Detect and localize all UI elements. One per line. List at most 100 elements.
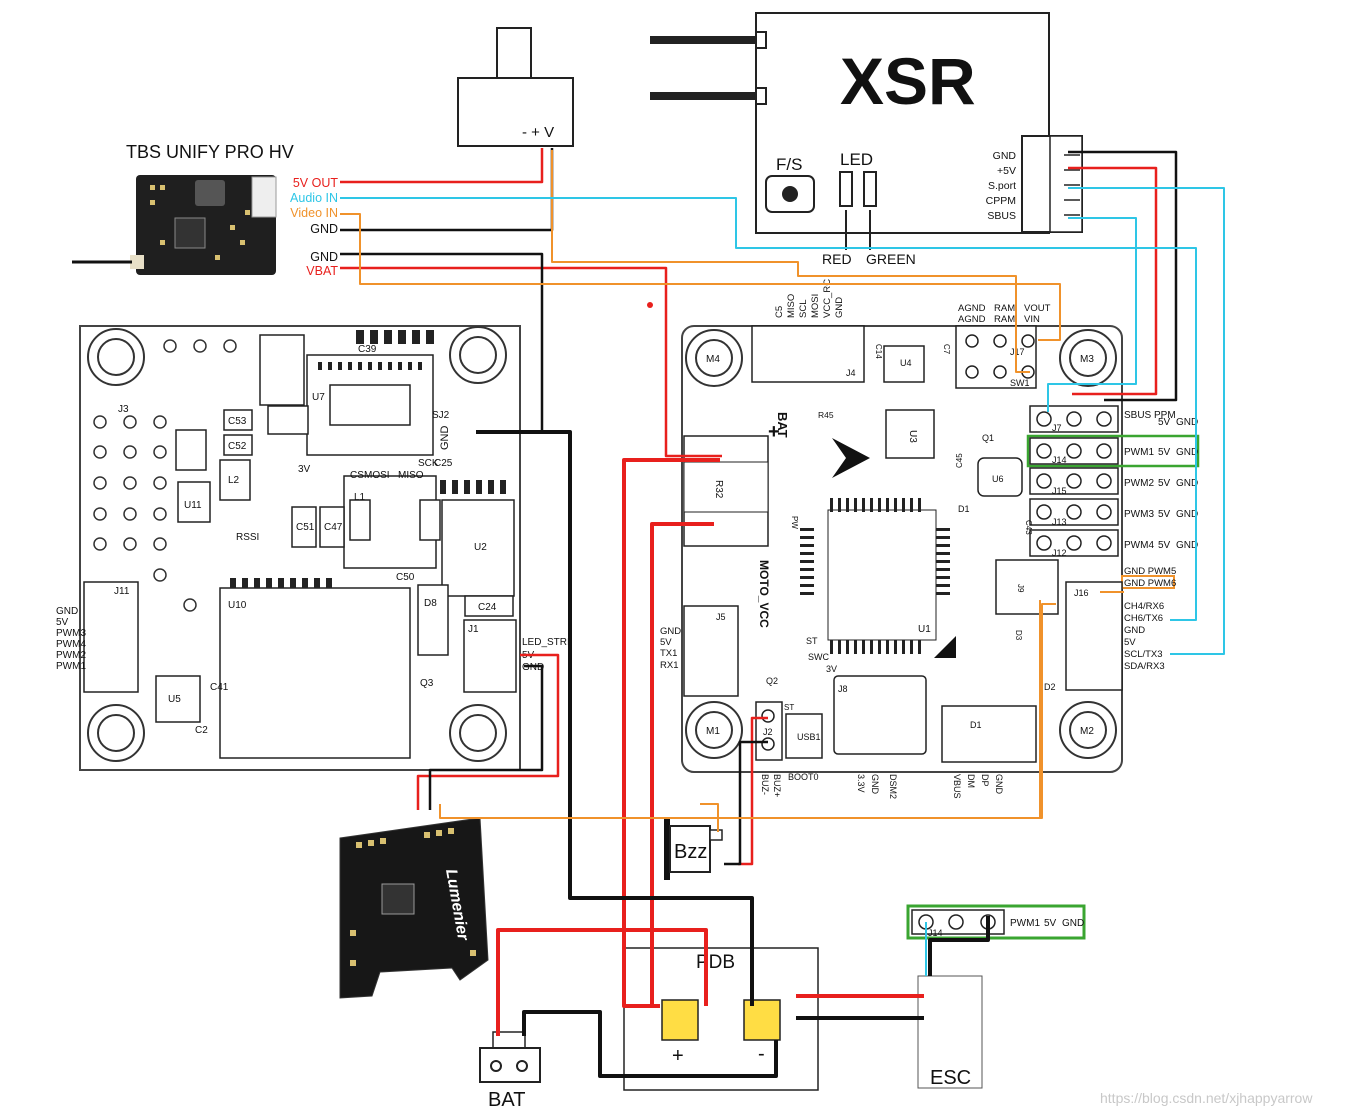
rfc-u4: U4 — [900, 358, 912, 368]
lfc-j11-pwm1: PWM1 — [56, 661, 86, 672]
rfc-top-c5: C5 — [774, 306, 785, 318]
receiver-title: XSR — [840, 44, 976, 118]
rfc-pw: PW — [790, 516, 799, 529]
receiver-pin-5v: +5V — [997, 165, 1016, 177]
rfc-bottom-33v: 3.3V — [856, 774, 866, 793]
wires — [340, 148, 1225, 1078]
receiver-pin-cppm: CPPM — [986, 195, 1016, 207]
rfc-row-pwm2-gnd: GND — [1176, 478, 1198, 489]
rfc-d1: D1 — [958, 504, 970, 514]
rfc-m4: M4 — [706, 354, 720, 365]
rfc-m1: M1 — [706, 726, 720, 737]
rfc-row-pwm2: PWM2 — [1124, 478, 1154, 489]
rfc-bottom-dp: DP — [980, 774, 990, 787]
lfc-u2: U2 — [474, 542, 487, 553]
rfc-j4: J4 — [846, 368, 856, 378]
rfc-st: ST — [784, 703, 794, 712]
xsr-receiver: XSR F/S LED RED GREEN GND +5V S.port CPP… — [650, 12, 1083, 267]
rfc-swd: SWC — [808, 652, 829, 662]
led-red-label: RED — [822, 251, 852, 267]
rfc-row-pwm1-gnd: GND — [1176, 447, 1198, 458]
rfc-row-pwm1-5v: 5V — [1158, 447, 1171, 458]
rfc-row-pwm2-5v: 5V — [1158, 478, 1171, 489]
lfc-sj2: SJ2 — [432, 410, 450, 421]
rfc-row-pwm3-gnd: GND — [1176, 509, 1198, 520]
rfc-bottom-gnd: GND — [870, 774, 880, 795]
esc-header-pwm1: PWM1 — [1010, 918, 1040, 929]
vtx-module: TBS UNIFY PRO HV 5V OUT Audio IN Video I… — [72, 142, 338, 278]
lfc-led-gnd: GND — [522, 662, 544, 673]
vtx-video-in-label: Video IN — [290, 206, 338, 220]
lfc-u11: U11 — [184, 500, 202, 511]
esc-header-5v: 5V — [1044, 918, 1057, 929]
rfc-j10-sda: SDA/RX3 — [1124, 661, 1165, 672]
vtx-5v-out-label: 5V OUT — [293, 176, 339, 190]
vtx-gnd2-label: GND — [310, 250, 338, 264]
rfc-row-pwm4-5v: 5V — [1158, 540, 1171, 551]
lfc-c41: C41 — [210, 682, 229, 693]
rfc-q2: Q2 — [766, 676, 778, 686]
rfc-j5-rx1: RX1 — [660, 660, 678, 671]
rfc-j12-id: J12 — [1052, 548, 1067, 558]
rfc-m2: M2 — [1080, 726, 1094, 737]
lfc-u10: U10 — [228, 600, 247, 611]
lfc-gnd-label: GND — [439, 426, 451, 451]
rfc-bottom-boot0: BOOT0 — [788, 772, 819, 782]
buzzer-label: Bzz — [674, 841, 707, 863]
rfc-hdr-ram: RAM — [994, 303, 1015, 314]
rfc-j5: J5 — [716, 612, 726, 622]
pdb-label: PDB — [696, 952, 735, 973]
rfc-j7-id: J7 — [1052, 423, 1062, 433]
pdb-plus: + — [672, 1045, 684, 1067]
led-green-label: GREEN — [866, 251, 916, 267]
rfc-u3: U3 — [907, 430, 918, 443]
esc: ESC J14 PWM1 5V GND — [906, 904, 1086, 1089]
switch-pin-label: - + V — [522, 124, 554, 141]
rfc-q1: Q1 — [982, 433, 994, 443]
rfc-buz-plus: BUZ+ — [772, 774, 782, 797]
rfc-j10-id: J16 — [1074, 588, 1089, 598]
rfc-hdr-vin: VIN — [1024, 314, 1040, 325]
lfc-c53: C53 — [228, 416, 247, 427]
lfc-mosi: MOSI — [364, 470, 390, 481]
vtx-vbat-label: VBAT — [306, 264, 338, 278]
vtx-audio-in-label: Audio IN — [290, 191, 338, 205]
vtx-title: TBS UNIFY PRO HV — [126, 142, 294, 162]
lfc-c51: C51 — [296, 522, 315, 533]
led-label: LED — [840, 150, 873, 169]
rfc-hdr-agnd: AGND — [958, 303, 986, 314]
lfc-led-strip: LED_STRI — [522, 637, 570, 648]
rfc-j10-ch6: CH6/TX6 — [1124, 613, 1163, 624]
rfc-buz-minus: BUZ- — [760, 774, 770, 795]
lfc-c50: C50 — [396, 572, 415, 583]
fs-label: F/S — [776, 155, 802, 174]
rfc-hdr-vout: VOUT — [1024, 303, 1051, 314]
rfc-top-mosi: MOSI — [810, 294, 821, 318]
rfc-u1: U1 — [918, 624, 931, 635]
rfc-d2: D2 — [1044, 682, 1056, 692]
receiver-pin-sbus: SBUS — [987, 210, 1016, 222]
receiver-pin-sport: S.port — [988, 180, 1016, 192]
rfc-bottom-dm: DM — [966, 774, 976, 788]
lfc-sck: SCK — [418, 458, 439, 469]
rfc-j5-5v: 5V — [660, 637, 672, 648]
lfc-d8: D8 — [424, 598, 437, 609]
rfc-j14-id: J14 — [1052, 455, 1067, 465]
lumenier-board: Lumenier — [339, 817, 489, 999]
rfc-bottom-gnd2: GND — [994, 774, 1004, 795]
pdb-minus: - — [758, 1043, 765, 1065]
rfc-d3: D3 — [1014, 630, 1023, 641]
lfc-c25: C25 — [434, 458, 453, 469]
svg-text:+: + — [768, 421, 780, 443]
rfc-j8: J8 — [838, 684, 848, 694]
rfc-j2: J2 — [763, 727, 773, 737]
watermark: https://blog.csdn.net/xjhappyarrow — [1100, 1090, 1313, 1106]
lfc-3v: 3V — [298, 464, 311, 475]
switch-module: - + V — [457, 27, 574, 147]
right-fc-board: M4 M3 M1 M2 C5 MISO SCL MOSI VCC_RC GND … — [660, 279, 1200, 799]
rfc-gnd-pwm6: GND PWM6 — [1124, 578, 1176, 589]
rfc-m3: M3 — [1080, 354, 1094, 365]
lfc-c52: C52 — [228, 441, 247, 452]
lfc-j1: J1 — [468, 624, 479, 635]
esc-label: ESC — [930, 1067, 971, 1089]
